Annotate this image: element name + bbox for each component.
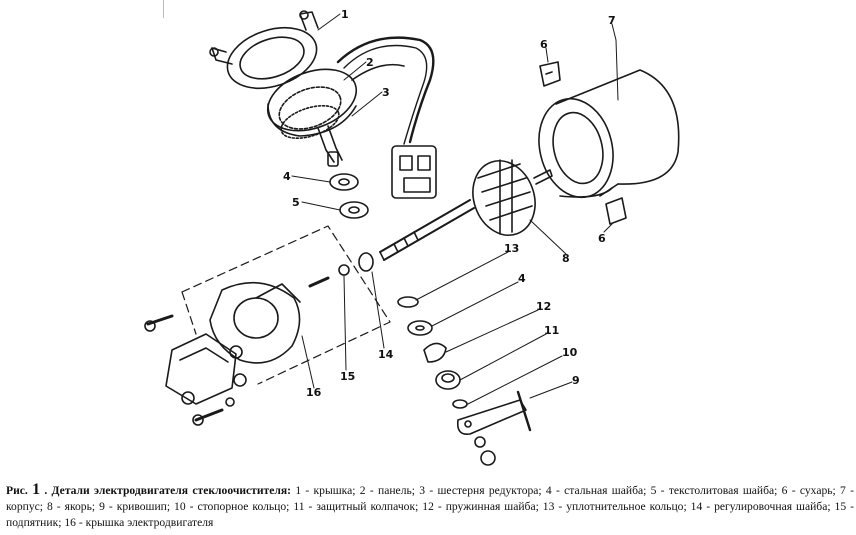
callout-5: 5 (292, 196, 300, 209)
caption-fig-number: 1 (32, 481, 41, 498)
callout-9: 9 (572, 374, 580, 387)
exploded-view-drawing: 1 2 3 4 5 6 7 6 8 13 4 12 11 10 9 14 15 … (144, 8, 680, 466)
part-armature (379, 159, 553, 261)
part-panel (266, 63, 405, 137)
caption-fig-label: Рис. (6, 484, 28, 497)
callout-16: 16 (306, 386, 322, 399)
callout-1: 1 (341, 8, 349, 21)
callout-7: 7 (608, 14, 616, 27)
figure-caption: Рис. 1 . Детали электродвигателя стеклоо… (6, 482, 854, 531)
callout-4: 4 (283, 170, 291, 183)
part-cover (209, 10, 319, 89)
callout-12: 12 (536, 300, 551, 313)
part-clips (539, 61, 627, 225)
part-small-parts (397, 296, 532, 466)
leader-lines (291, 13, 619, 405)
callout-numbers: 1 2 3 4 5 6 7 6 8 13 4 12 11 10 9 14 15 … (283, 8, 616, 399)
caption-title: . Детали электродвигателя стеклоочистите… (44, 484, 292, 497)
callout-6-bottom: 6 (598, 232, 606, 245)
callout-10: 10 (562, 346, 578, 359)
part-reduction-gear (280, 104, 343, 167)
caption-text: 1 - крышка; 2 - панель; 3 - шестерня ред… (6, 484, 854, 529)
callout-15: 15 (340, 370, 355, 383)
part-motor-cover (144, 225, 391, 426)
callout-11: 11 (544, 324, 559, 337)
callout-3: 3 (382, 86, 390, 99)
scan-edge-line (163, 0, 164, 18)
part-housing (538, 69, 680, 199)
callout-6-top: 6 (540, 38, 548, 51)
callout-2: 2 (366, 56, 374, 69)
callout-13: 13 (504, 242, 519, 255)
part-washers-top (329, 173, 369, 219)
callout-4-lower: 4 (518, 272, 526, 285)
callout-14: 14 (378, 348, 394, 361)
callout-8: 8 (562, 252, 570, 265)
wire-harness (336, 36, 437, 199)
